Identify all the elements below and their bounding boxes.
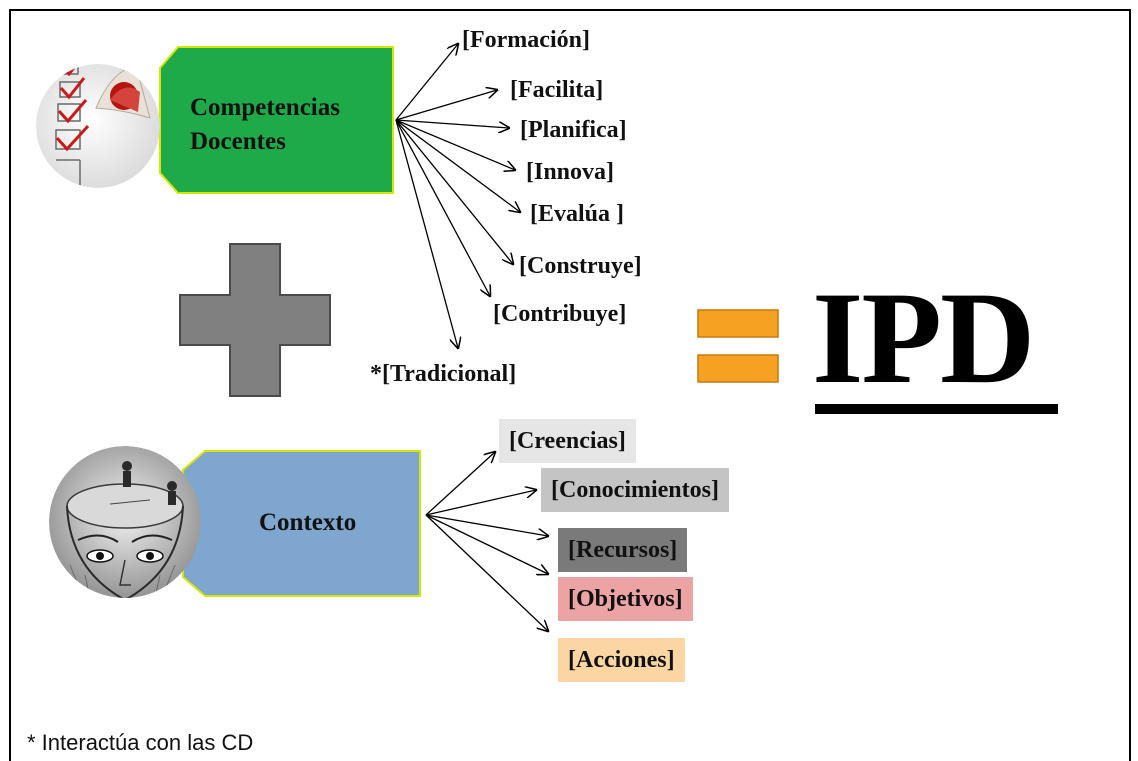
contexto-item-conocimientos: [Conocimientos] [541, 468, 729, 512]
checklist-icon [36, 64, 160, 188]
competencias-banner-shape [159, 46, 394, 194]
competencias-label-line2: Docentes [190, 128, 286, 155]
competencia-item-contribuye: [Contribuye] [493, 301, 627, 327]
contexto-item-objetivos: [Objetivos] [558, 577, 693, 621]
competencia-item-planifica: [Planifica] [520, 117, 627, 143]
competencia-item-innova: [Innova] [526, 159, 615, 185]
equals-bar-top [697, 309, 779, 338]
competencia-item-facilita: [Facilita] [510, 77, 604, 103]
contexto-item-creencias: [Creencias] [499, 419, 636, 463]
competencia-item-formacion: [Formación] [462, 27, 590, 53]
competencias-arrows [395, 44, 520, 348]
competencia-item-evalua: [Evalúa ] [530, 201, 625, 227]
contexto-item-acciones: [Acciones] [558, 638, 685, 682]
contexto-arrows [425, 452, 548, 631]
contexto-label: Contexto [259, 509, 357, 536]
ipd-underline [815, 404, 1058, 414]
competencia-item-construye: [Construye] [519, 253, 642, 279]
contexto-banner-shape [182, 450, 421, 597]
open-head-engraving-icon [49, 446, 201, 598]
contexto-item-recursos: [Recursos] [558, 528, 688, 572]
plus-sign [179, 243, 331, 397]
competencias-label-line1: Competencias [190, 94, 340, 121]
slide-frame [9, 9, 1131, 761]
competencia-item-tradicional: *[Tradicional] [370, 361, 517, 387]
ipd-result-label: IPD [812, 264, 1035, 411]
footnote: * Interactúa con las CD [27, 730, 254, 755]
equals-bar-bottom [697, 354, 779, 383]
